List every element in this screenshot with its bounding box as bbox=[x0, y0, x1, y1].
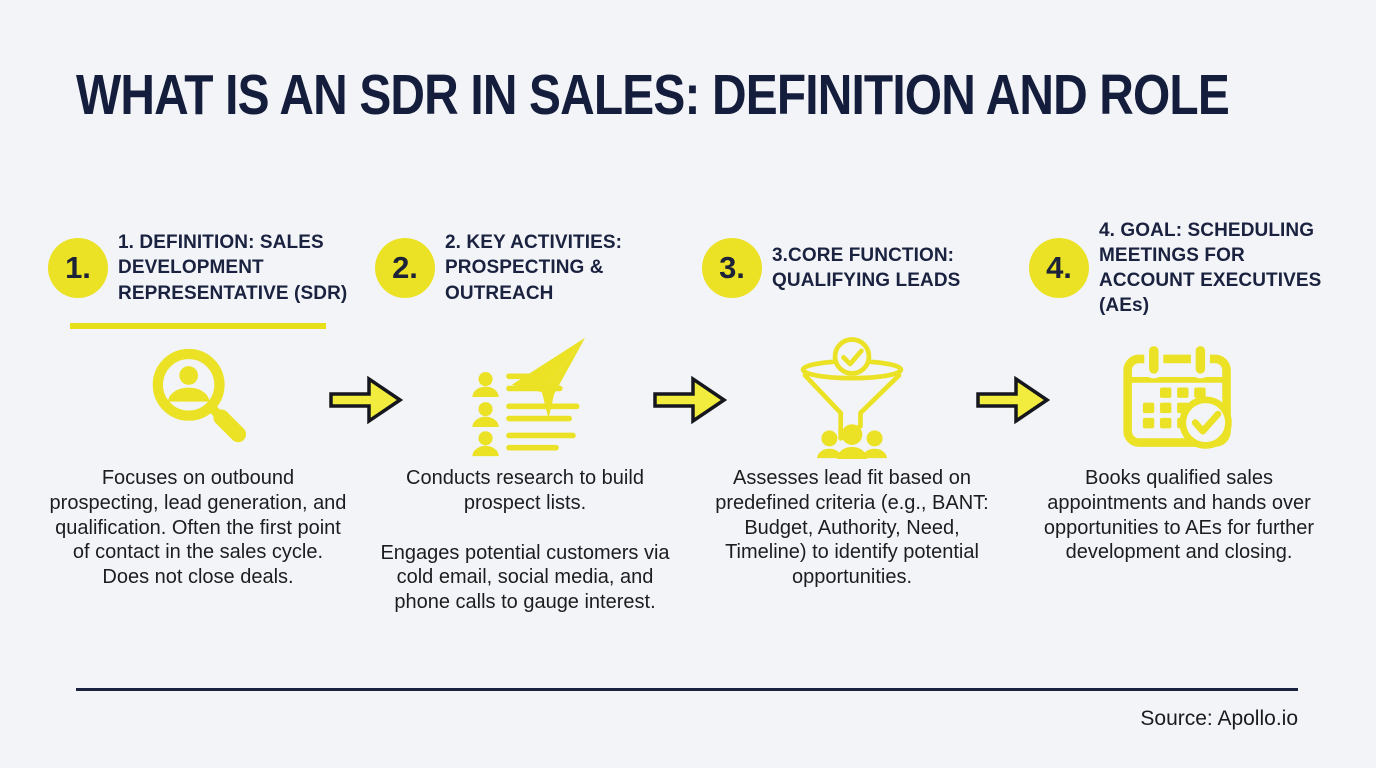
underline-slot bbox=[48, 318, 348, 334]
steps-row: 1. 1. DEFINITION: SALES DEVELOPMENT REPR… bbox=[48, 218, 1330, 615]
step-4-header: 4. 4. GOAL: SCHEDULING MEETINGS FOR ACCO… bbox=[1029, 218, 1329, 318]
step-description-paragraph: Engages potential customers via cold ema… bbox=[380, 541, 670, 614]
step-number-badge: 2. bbox=[375, 238, 435, 298]
step-1-icon-box bbox=[48, 334, 348, 458]
step-description: Assesses lead fit based on predefined cr… bbox=[702, 466, 1002, 590]
step-3-header: 3. 3.CORE FUNCTION: QUALIFYING LEADS bbox=[702, 218, 1002, 318]
step-2-header: 2. 2. KEY ACTIVITIES: PROSPECTING & OUTR… bbox=[375, 218, 675, 318]
step-column-3: 3. 3.CORE FUNCTION: QUALIFYING LEADS Ass… bbox=[702, 218, 1002, 615]
active-step-underline bbox=[70, 323, 326, 329]
step-number-badge: 3. bbox=[702, 238, 762, 298]
step-number-badge: 4. bbox=[1029, 238, 1089, 298]
page-title: WHAT IS AN SDR IN SALES: DEFINITION AND … bbox=[76, 63, 1230, 127]
arrow-right-icon bbox=[653, 375, 727, 425]
step-heading: 3.CORE FUNCTION: QUALIFYING LEADS bbox=[772, 244, 961, 291]
step-1-header: 1. 1. DEFINITION: SALES DEVELOPMENT REPR… bbox=[48, 218, 348, 318]
footer-divider-line bbox=[76, 688, 1298, 691]
lead-funnel-icon bbox=[800, 337, 904, 460]
step-heading: 4. GOAL: SCHEDULING MEETINGS FOR ACCOUNT… bbox=[1099, 219, 1322, 317]
person-search-icon bbox=[152, 348, 247, 443]
arrow-right-icon bbox=[976, 375, 1050, 425]
step-description-paragraph: Conducts research to build prospect list… bbox=[406, 467, 644, 514]
step-description-paragraph: Focuses on outbound prospecting, lead ge… bbox=[49, 467, 347, 564]
step-3-icon-box bbox=[702, 334, 1002, 460]
underline-slot bbox=[1029, 318, 1329, 334]
calendar-check-icon bbox=[1123, 341, 1232, 449]
step-column-1: 1. 1. DEFINITION: SALES DEVELOPMENT REPR… bbox=[48, 218, 348, 615]
step-column-2: 2. 2. KEY ACTIVITIES: PROSPECTING & OUTR… bbox=[375, 218, 675, 615]
step-column-4: 4. 4. GOAL: SCHEDULING MEETINGS FOR ACCO… bbox=[1029, 218, 1329, 615]
step-description: Conducts research to build prospect list… bbox=[375, 466, 675, 615]
step-description: Books qualified sales appointments and h… bbox=[1029, 466, 1329, 565]
step-description: Focuses on outbound prospecting, lead ge… bbox=[48, 466, 348, 590]
arrow-right-icon bbox=[329, 375, 403, 425]
step-2-icon-box bbox=[375, 334, 675, 458]
step-description-paragraph: Does not close deals. bbox=[102, 566, 294, 589]
step-description-paragraph: Assesses lead fit based on predefined cr… bbox=[715, 467, 989, 589]
step-number-badge: 1. bbox=[48, 238, 108, 298]
step-heading: 2. KEY ACTIVITIES: PROSPECTING & OUTREAC… bbox=[445, 232, 623, 304]
step-description-paragraph: Books qualified sales appointments and h… bbox=[1043, 467, 1315, 564]
prospect-list-send-icon bbox=[472, 337, 586, 457]
source-credit: Source: Apollo.io bbox=[1140, 707, 1298, 730]
underline-slot bbox=[375, 318, 675, 334]
step-heading: 1. DEFINITION: SALES DEVELOPMENT REPRESE… bbox=[118, 232, 348, 304]
step-4-icon-box bbox=[1029, 334, 1329, 458]
